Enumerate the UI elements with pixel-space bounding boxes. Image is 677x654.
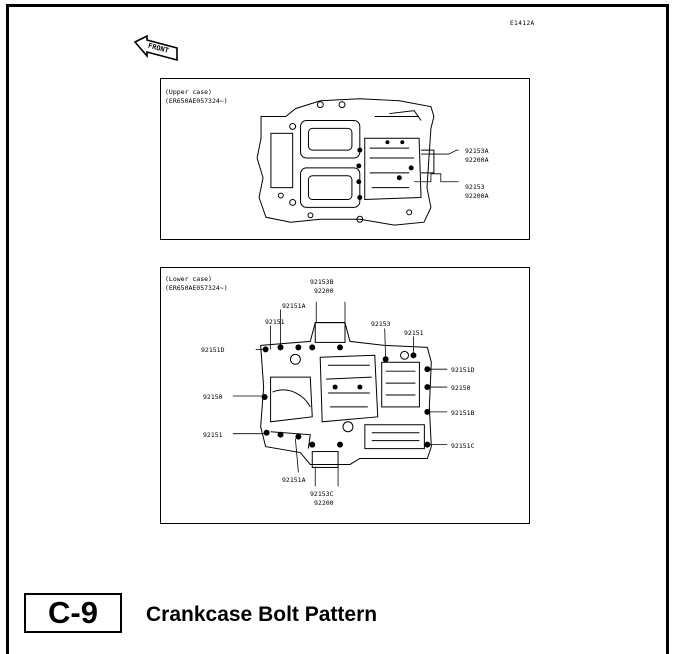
- upper-case-caption: (Upper case): [165, 88, 212, 96]
- lower-case-panel: (Lower case) (ER650AE057324~): [160, 267, 530, 524]
- upper-label-92200a-top: 92200A: [465, 156, 489, 164]
- section-title: Crankcase Bolt Pattern: [146, 603, 378, 626]
- page-code: E1412A: [510, 20, 535, 27]
- lower-label-92151c-right: 92151C: [451, 442, 475, 450]
- page-frame: [6, 4, 669, 654]
- lower-label-92151a-bottom: 92151A: [282, 476, 306, 484]
- lower-label-92200-top: 92200: [314, 287, 334, 295]
- lower-label-92200-bottom: 92200: [314, 499, 334, 507]
- upper-case-serial: (ER650AE057324~): [165, 97, 228, 105]
- front-arrow-icon: FRONT: [133, 34, 178, 62]
- upper-label-92153: 92153: [465, 183, 485, 191]
- lower-label-92151-left: 92151: [203, 431, 223, 439]
- lower-label-92151d-left: 92151D: [201, 346, 225, 354]
- section-number-box: C-9: [24, 593, 122, 633]
- lower-label-92151-top-right: 92151: [404, 329, 424, 337]
- lower-case-serial: (ER650AE057324~): [165, 284, 228, 292]
- lower-label-92153b: 92153B: [310, 278, 334, 286]
- lower-label-92153c: 92153C: [310, 490, 334, 498]
- lower-label-92151a-top: 92151A: [282, 302, 306, 310]
- lower-label-92153-top: 92153: [371, 320, 391, 328]
- lower-label-92151-top: 92151: [265, 318, 285, 326]
- lower-crankcase-drawing: [232, 301, 448, 487]
- lower-label-92150-right: 92150: [451, 384, 471, 392]
- upper-label-92153a: 92153A: [465, 147, 489, 155]
- upper-case-panel: (Upper case) (ER650AE057324~): [160, 78, 530, 240]
- lower-label-92151b-right: 92151B: [451, 409, 475, 417]
- lower-label-92151d-right: 92151D: [451, 366, 475, 374]
- upper-crankcase-drawing: [256, 98, 459, 226]
- lower-label-92150-left: 92150: [203, 393, 223, 401]
- upper-label-92200a-bottom: 92200A: [465, 192, 489, 200]
- lower-case-caption: (Lower case): [165, 275, 212, 283]
